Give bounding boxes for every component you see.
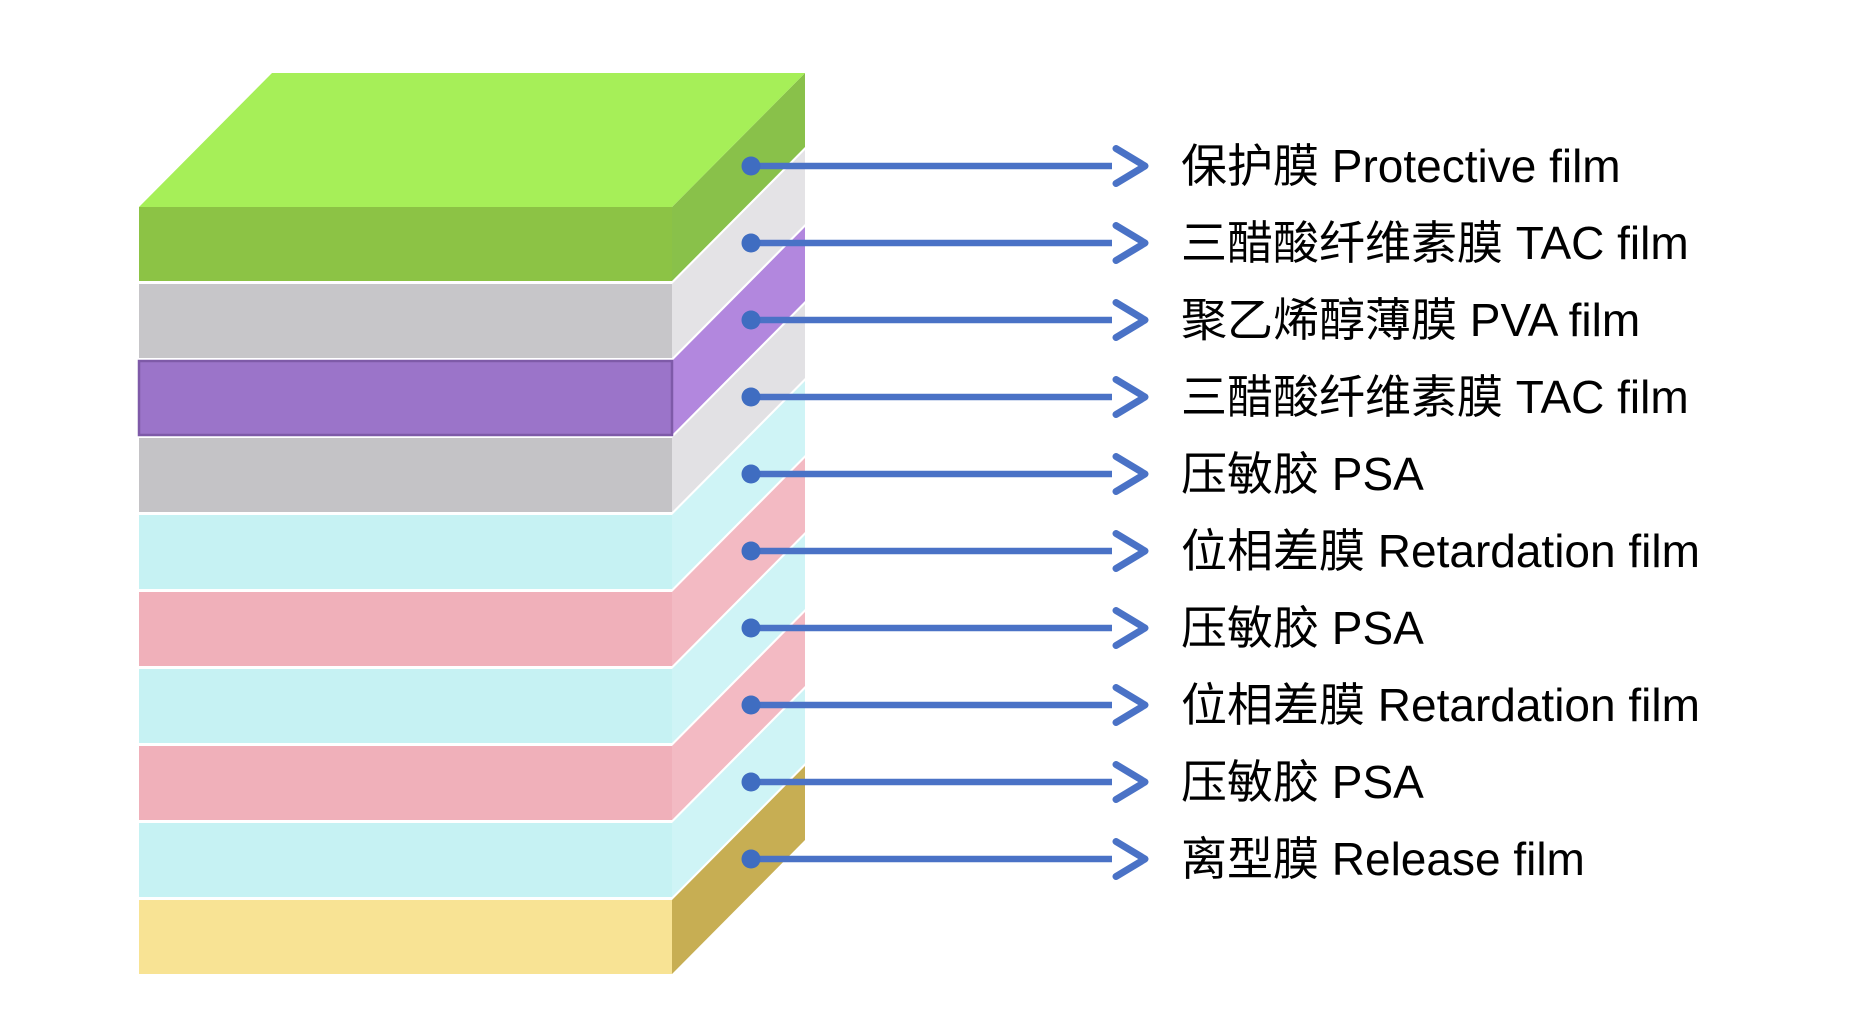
stack-layers (137, 73, 805, 974)
layer-front-tac-film-lower (139, 438, 672, 512)
layer-release-film (139, 766, 805, 974)
arrowhead-icon (1112, 222, 1149, 264)
layer-front-retardation-film-2 (139, 746, 672, 820)
callout-dot (741, 618, 761, 638)
layer-front-pva-film (137, 359, 674, 437)
callout-protective-film: 保护膜 Protective film (741, 140, 1621, 192)
layer-side-protective-film (672, 73, 805, 281)
layer-protective-film (139, 73, 805, 281)
callout-dot (741, 541, 761, 561)
layer-label-tac-film-upper: 三醋酸纤维素膜 TAC film (1181, 217, 1689, 269)
arrowhead-icon (1112, 145, 1149, 187)
layer-front-psa-2 (139, 669, 672, 743)
layer-psa-2 (139, 535, 805, 743)
callout-retardation-film-1: 位相差膜 Retardation film (741, 525, 1700, 577)
layer-label-psa-3: 压敏胶 PSA (1181, 756, 1424, 808)
layer-side-psa-2 (672, 535, 805, 743)
layer-side-retardation-film-2 (672, 612, 805, 820)
layer-label-psa-1: 压敏胶 PSA (1181, 448, 1424, 500)
callout-release-film: 离型膜 Release film (741, 833, 1585, 885)
layer-top-protective-film (139, 73, 805, 207)
layer-psa-1 (139, 381, 805, 589)
layer-retardation-film-1 (139, 458, 805, 666)
arrowhead-icon (1112, 453, 1149, 495)
arrowhead-icon (1112, 299, 1149, 341)
layer-label-retardation-film-2: 位相差膜 Retardation film (1181, 679, 1700, 731)
layer-label-release-film: 离型膜 Release film (1181, 833, 1585, 885)
layer-side-retardation-film-1 (672, 458, 805, 666)
callout-retardation-film-2: 位相差膜 Retardation film (741, 679, 1700, 731)
callout-pva-film: 聚乙烯醇薄膜 PVA film (741, 294, 1640, 346)
arrowhead-icon (1112, 530, 1149, 572)
layer-side-psa-3 (672, 689, 805, 897)
callout-psa-2: 压敏胶 PSA (741, 602, 1424, 654)
callout-dot (741, 695, 761, 715)
layer-front-psa-3 (139, 823, 672, 897)
callout-dot (741, 849, 761, 869)
callout-dot (741, 772, 761, 792)
layer-psa-3 (139, 689, 805, 897)
layer-front-retardation-film-1 (139, 592, 672, 666)
layer-front-protective-film (139, 207, 672, 281)
callout-psa-1: 压敏胶 PSA (741, 448, 1424, 500)
layer-side-psa-1 (672, 381, 805, 589)
layer-tac-film-lower (139, 304, 805, 512)
callout-dot (741, 233, 761, 253)
arrowhead-icon (1112, 376, 1149, 418)
layer-tac-film-upper (139, 150, 805, 358)
layer-pva-film (137, 227, 805, 437)
layer-front-release-film (139, 900, 672, 974)
arrowhead-icon (1112, 607, 1149, 649)
layer-callouts: 保护膜 Protective film 三醋酸纤维素膜 TAC film 聚乙烯醇薄… (741, 140, 1700, 885)
layer-front-psa-1 (139, 515, 672, 589)
layer-side-release-film (672, 766, 805, 974)
callout-psa-3: 压敏胶 PSA (741, 756, 1424, 808)
callout-dot (741, 464, 761, 484)
layer-side-tac-film-lower (672, 304, 805, 512)
callout-dot (741, 387, 761, 407)
layer-label-protective-film: 保护膜 Protective film (1181, 140, 1621, 192)
layer-label-pva-film: 聚乙烯醇薄膜 PVA film (1181, 294, 1640, 346)
layer-label-psa-2: 压敏胶 PSA (1181, 602, 1424, 654)
arrowhead-icon (1112, 761, 1149, 803)
callout-tac-film-lower: 三醋酸纤维素膜 TAC film (741, 371, 1689, 423)
layer-label-retardation-film-1: 位相差膜 Retardation film (1181, 525, 1700, 577)
callout-tac-film-upper: 三醋酸纤维素膜 TAC film (741, 217, 1689, 269)
arrowhead-icon (1112, 838, 1149, 880)
layer-side-pva-film (672, 227, 805, 435)
arrowhead-icon (1112, 684, 1149, 726)
callout-dot (741, 156, 761, 176)
callout-dot (741, 310, 761, 330)
layer-label-tac-film-lower: 三醋酸纤维素膜 TAC film (1181, 371, 1689, 423)
layer-side-tac-film-upper (672, 150, 805, 358)
layer-retardation-film-2 (139, 612, 805, 820)
layer-front-tac-film-upper (139, 284, 672, 358)
